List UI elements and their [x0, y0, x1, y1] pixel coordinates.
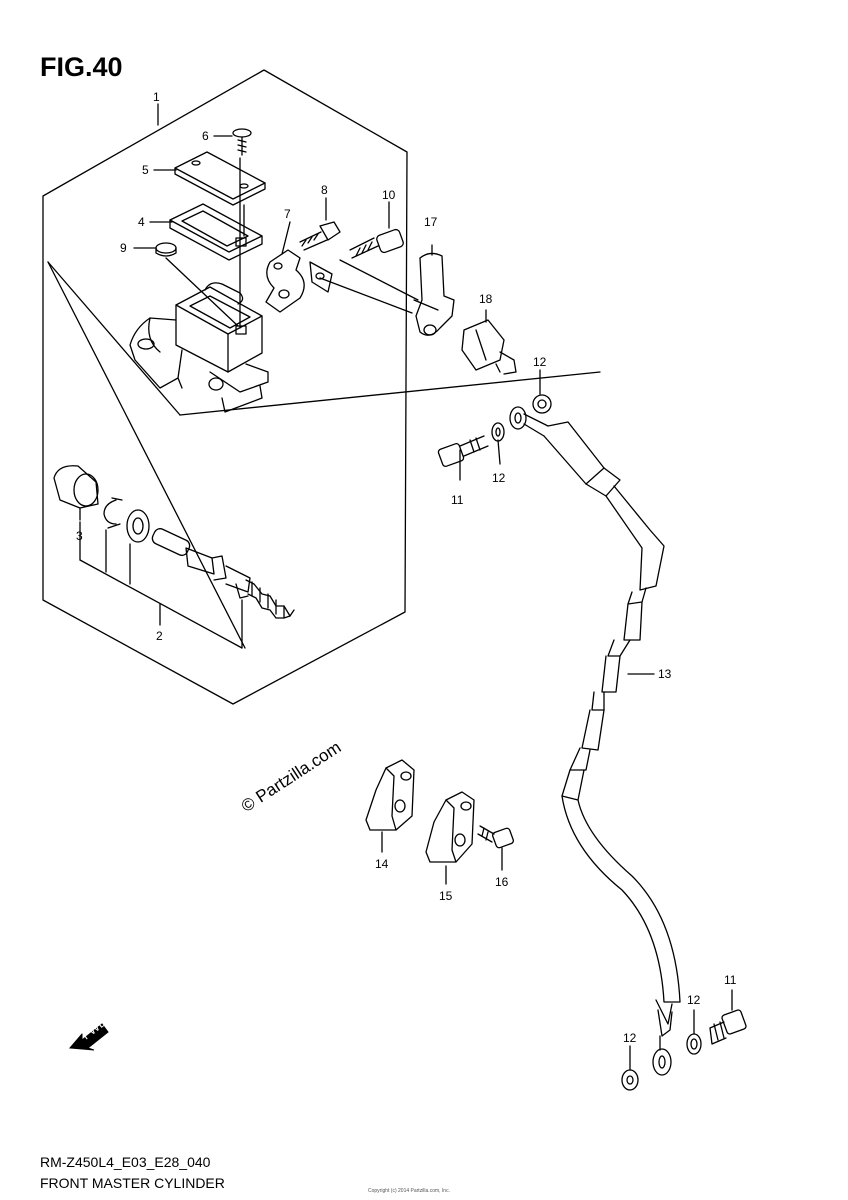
callout-12-a: 12 — [533, 355, 547, 369]
callout-15: 15 — [439, 889, 453, 903]
circlip — [103, 497, 123, 529]
cover-part-15 — [425, 791, 475, 885]
callout-4: 4 — [138, 215, 145, 229]
screw-part-16 — [477, 825, 514, 871]
cover-part-14 — [365, 759, 415, 853]
callout-5: 5 — [142, 163, 149, 177]
callout-11-lower: 11 — [724, 973, 737, 987]
callout-17: 17 — [424, 215, 438, 229]
plug-part-9 — [155, 242, 177, 257]
washer-part-12-c — [686, 1033, 702, 1055]
union-bolt-part-11-upper — [437, 435, 489, 481]
callout-16: 16 — [495, 875, 509, 889]
reservoir-cap-part-5 — [174, 151, 266, 206]
callout-11-upper: 11 — [451, 493, 464, 507]
callout-8: 8 — [321, 183, 328, 197]
boot-part-3 — [53, 465, 99, 521]
bolt-part-8 — [299, 221, 341, 251]
callout-2: 2 — [156, 629, 163, 643]
forward-direction-arrow: FWD — [68, 1014, 110, 1051]
diaphragm-part-4 — [169, 203, 263, 261]
piston-washer — [126, 509, 150, 543]
assembly-outline — [42, 69, 408, 705]
washer-part-12-a — [491, 422, 505, 442]
clamp-part-7 — [265, 249, 333, 313]
diagram-code: RM-Z450L4_E03_E28_040 — [40, 1154, 211, 1170]
figure-title: FIG.40 — [40, 52, 123, 82]
callout-3: 3 — [76, 529, 83, 543]
callout-18: 18 — [479, 292, 493, 306]
callout-12-b: 12 — [492, 471, 506, 485]
callout-12-c: 12 — [687, 993, 701, 1007]
callout-7: 7 — [284, 207, 291, 221]
callout-14: 14 — [375, 857, 389, 871]
pivot-bolt-part-10 — [349, 228, 404, 259]
screw-part-6 — [232, 128, 252, 156]
diagram-name: FRONT MASTER CYLINDER — [40, 1175, 225, 1191]
union-bolt-part-11-lower — [709, 989, 747, 1045]
washer-part-12-b — [532, 394, 552, 414]
callout-1: 1 — [153, 90, 160, 104]
piston-set-part-2 — [151, 528, 295, 619]
master-cylinder-body — [129, 282, 269, 413]
callout-9: 9 — [120, 241, 127, 255]
callout-10: 10 — [382, 188, 396, 202]
footer-copyright: Copyright (c) 2014 Partzilla.com, Inc. — [368, 1188, 450, 1194]
brake-hose-part-13 — [509, 406, 681, 1076]
washer-part-12-a-inner — [495, 427, 501, 437]
callout-6: 6 — [202, 129, 209, 143]
callout-12-d: 12 — [623, 1031, 637, 1045]
lever-part-17 — [413, 244, 455, 336]
callout-13: 13 — [658, 667, 672, 681]
washer-part-12-d — [621, 1069, 639, 1091]
switch-part-18 — [461, 309, 517, 375]
